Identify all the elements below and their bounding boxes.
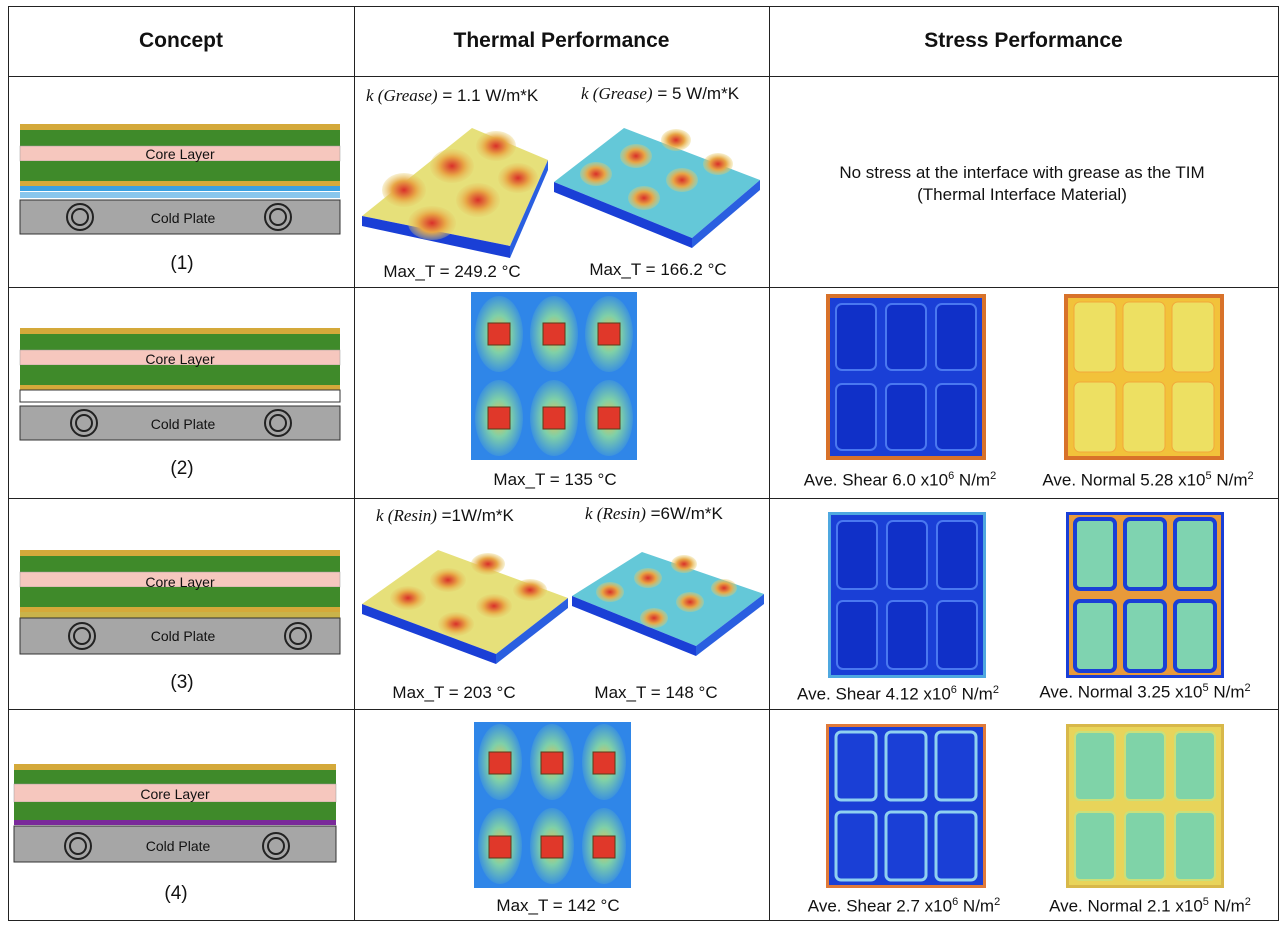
core-layer-label: Core Layer: [140, 786, 210, 802]
normal-stress-value-3: Ave. Normal 3.25 x105 N/m2: [1039, 682, 1251, 702]
shear-stress-value-3: Ave. Shear 4.12 x106 N/m2: [797, 684, 999, 704]
normal-stress-map-3: [1066, 512, 1224, 678]
cold-plate: [13, 825, 337, 863]
core-layer-label: Core Layer: [145, 574, 215, 590]
cold-plate-label: Cold Plate: [150, 416, 216, 432]
thermal-map-grease-high-k: [554, 128, 760, 248]
header-stress-performance: Stress Performance: [924, 29, 1123, 52]
normal-stress-map-2: [1064, 294, 1224, 460]
concept-stack-2: [19, 328, 341, 441]
header-concept: Concept: [139, 29, 223, 52]
k-grease-label-right: k (Grease) = 5 W/m*K: [581, 84, 740, 103]
thermal-map-resin-low-k: [362, 550, 568, 664]
row-divider-header: [8, 76, 1279, 77]
max-temp-resin-low-k: Max_T = 203 °C: [392, 683, 516, 702]
normal-stress-map-4: [1066, 724, 1224, 888]
row-number: (3): [170, 672, 194, 693]
max-temp-grease-low-k: Max_T = 249.2 °C: [383, 262, 521, 281]
substrate-layers: [19, 124, 341, 198]
concept-stack-3: [19, 550, 341, 655]
coolant-channel-icon: [70, 409, 98, 437]
coolant-channel-icon: [66, 203, 94, 231]
k-resin-label-left: k (Resin) =1W/m*K: [376, 506, 514, 525]
row-number: (1): [170, 253, 194, 274]
cold-plate-label: Cold Plate: [150, 210, 216, 226]
thermal-map-top-view-2: [471, 292, 637, 460]
row-divider-3: [8, 709, 1279, 710]
row-divider-2: [8, 498, 1279, 499]
max-temp-grease-high-k: Max_T = 166.2 °C: [589, 260, 727, 279]
table-border-right: [1278, 6, 1279, 921]
coolant-channel-icon: [262, 832, 290, 860]
core-layer-label: Core Layer: [145, 146, 215, 162]
thermal-map-top-view-4: [474, 722, 631, 888]
normal-stress-value-2: Ave. Normal 5.28 x105 N/m2: [1042, 470, 1254, 490]
column-divider-1: [354, 6, 355, 921]
row-number: (4): [164, 883, 188, 904]
thermal-map-grease-low-k: [362, 128, 548, 258]
shear-stress-map-3: [828, 512, 986, 678]
max-temp-resin-high-k: Max_T = 148 °C: [594, 683, 718, 702]
cold-plate-label: Cold Plate: [145, 838, 211, 854]
concept-stack-1: [19, 124, 341, 235]
core-layer-label: Core Layer: [145, 351, 215, 367]
coolant-channel-icon: [68, 622, 96, 650]
tim-layer-4: [14, 820, 336, 825]
k-grease-label-left: k (Grease) = 1.1 W/m*K: [366, 86, 539, 105]
no-stress-note-line1: No stress at the interface with grease a…: [839, 163, 1205, 182]
coolant-channel-icon: [264, 409, 292, 437]
row-divider-1: [8, 287, 1279, 288]
column-divider-2: [769, 6, 770, 921]
max-temp-4: Max_T = 142 °C: [496, 896, 620, 915]
table-border-top: [8, 6, 1279, 7]
coolant-channel-icon: [264, 203, 292, 231]
normal-stress-value-4: Ave. Normal 2.1 x105 N/m2: [1049, 896, 1251, 916]
shear-stress-value-2: Ave. Shear 6.0 x106 N/m2: [803, 470, 997, 490]
tim-resin-layer: [20, 612, 340, 618]
shear-stress-map-2: [826, 294, 986, 460]
k-resin-label-right: k (Resin) =6W/m*K: [585, 504, 723, 523]
coolant-channel-icon: [284, 622, 312, 650]
row-number: (2): [170, 458, 194, 479]
concept-stack-4: [13, 764, 337, 863]
tim-solder-layer: [19, 389, 341, 403]
header-thermal-performance: Thermal Performance: [453, 29, 670, 52]
table-border-bottom: [8, 920, 1279, 921]
shear-stress-map-4: [826, 724, 986, 888]
thermal-map-resin-high-k: [572, 552, 764, 656]
shear-stress-value-4: Ave. Shear 2.7 x106 N/m2: [807, 896, 1001, 916]
coolant-channel-icon: [64, 832, 92, 860]
table-border-left: [8, 6, 9, 921]
max-temp-2: Max_T = 135 °C: [493, 470, 617, 489]
no-stress-note-line2: (Thermal Interface Material): [917, 185, 1127, 204]
tim-grease-layer: [20, 186, 340, 191]
cold-plate-label: Cold Plate: [150, 628, 216, 644]
